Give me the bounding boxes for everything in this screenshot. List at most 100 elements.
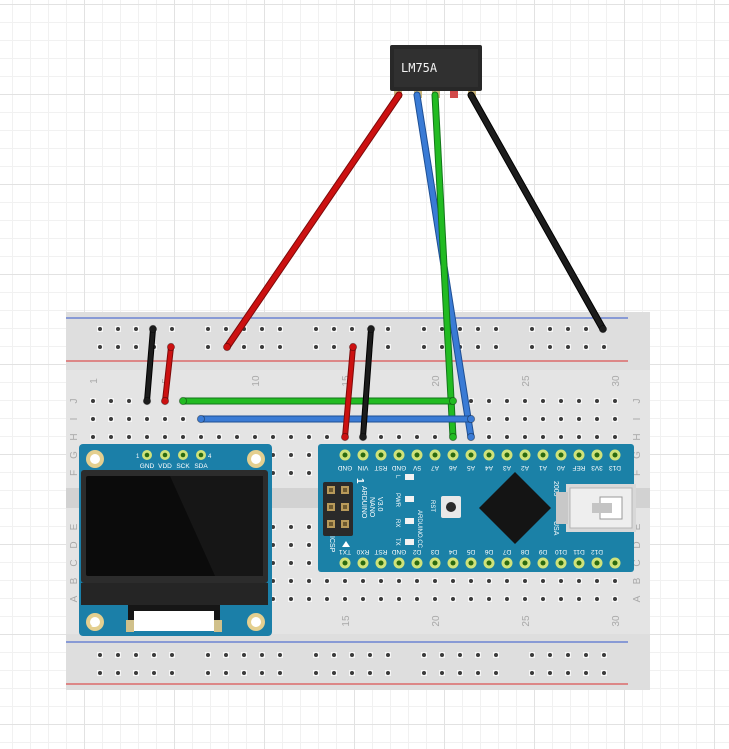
column-number: 30 (611, 375, 622, 387)
wire-end (222, 342, 232, 352)
wire-end (340, 432, 350, 442)
row-letter: E (69, 523, 80, 530)
wire-black-arduino-gnd (361, 327, 373, 439)
wire-end (348, 342, 358, 352)
row-letter: H (69, 433, 80, 440)
row-letter: C (69, 559, 80, 566)
lm75a-pin (450, 91, 458, 98)
wires (142, 91, 608, 442)
wire-end (160, 396, 170, 406)
led-pwr-label: PWR (394, 493, 400, 508)
column-number: 15 (341, 375, 352, 387)
row-letter: J (69, 399, 80, 404)
oled-mount-label: 1 (91, 620, 96, 629)
column-number: 25 (521, 375, 532, 387)
arduino-pin-label: RST (374, 548, 387, 555)
led-rx (405, 518, 414, 524)
arduino-pin-label: GND (391, 548, 406, 555)
column-number: 15 (341, 615, 352, 627)
arduino-pin-label: A3 (503, 464, 511, 471)
arduino-pin-label: A5 (467, 464, 475, 471)
arduino-pin-label: D7 (502, 548, 511, 555)
wire-end (466, 414, 476, 424)
wire-end (166, 342, 176, 352)
arduino-pin-label: D8 (520, 548, 529, 555)
wire-end (358, 432, 368, 442)
column-number: 20 (431, 375, 442, 387)
wire-end (148, 324, 158, 334)
wire-end (598, 324, 608, 334)
oled-pin-label: SCK (176, 463, 190, 470)
wire-black-oled-gnd (145, 327, 155, 403)
wire-red-arduino-vin (343, 345, 355, 439)
wire-end (196, 414, 206, 424)
arduino-pin-label: D12 (591, 548, 603, 555)
row-letter: D (69, 541, 80, 548)
arduino-pin-label: D9 (538, 548, 547, 555)
arduino-pin-label: D13 (609, 464, 621, 471)
row-letter: F (632, 470, 643, 476)
wire-green-sensor-scl (432, 92, 456, 440)
led-pwr (405, 496, 414, 502)
wire-red-sensor-vcc (224, 92, 402, 350)
arduino-pin-label: D5 (466, 548, 475, 555)
row-letter: C (632, 559, 643, 566)
oled-glass-bottom (81, 583, 268, 605)
row-letter: G (632, 451, 643, 459)
row-letter: I (632, 418, 643, 421)
arduino-pin-label: 5V (412, 464, 421, 471)
row-letter: E (632, 523, 643, 530)
column-number: 25 (521, 615, 532, 627)
arduino-site-label: ARDUINO.CC (416, 510, 422, 549)
reset-label: RST (429, 500, 435, 512)
arduino-bottom-pin-header (339, 557, 621, 569)
oled-screen-reflection (170, 476, 263, 576)
arduino-pin-label: D6 (484, 548, 493, 555)
row-letter: H (632, 433, 643, 440)
wire-end (466, 432, 476, 442)
wire-end (366, 324, 376, 334)
oled-mount-label: 4 (253, 620, 258, 629)
icsp-pin-marker (342, 541, 350, 547)
arduino-name-line2: NANO (368, 497, 375, 518)
arduino-pin-label: TX1 (339, 548, 351, 555)
arduino-pin-label: A2 (521, 464, 529, 471)
arduino-pin-label: VIN (357, 464, 368, 471)
arduino-pin-label: A6 (449, 464, 457, 471)
led-rx-label: RX (394, 519, 400, 527)
arduino-pin-label: D2 (412, 548, 421, 555)
arduino-top-pin-header (339, 449, 621, 461)
wire-end-caps (142, 324, 608, 442)
oled-flex-window (134, 611, 214, 631)
icsp-label: ICSP (328, 536, 335, 553)
arduino-pin-label: REF (572, 464, 585, 471)
arduino-pin-label: D10 (555, 548, 567, 555)
lm75a-label: LM75A (401, 61, 438, 75)
row-letter: D (632, 541, 643, 548)
arduino-year-label: 2009 (552, 481, 559, 497)
wire-end (448, 396, 458, 406)
led-tx-label: TX (394, 538, 400, 546)
led-l (405, 474, 414, 480)
wire-red-oled-vcc (163, 345, 173, 403)
arduino-name-line3: V3.0 (376, 497, 383, 512)
row-letter: J (632, 399, 643, 404)
arduino-pin-label: 3V3 (591, 464, 603, 471)
wire-black-sensor-gnd (468, 92, 606, 332)
row-letter: G (69, 451, 80, 459)
column-number: 20 (431, 615, 442, 627)
arduino-pin-label: D4 (448, 548, 457, 555)
arduino-pin-label: D3 (430, 548, 439, 555)
arduino-pin-label: GND (337, 464, 352, 471)
top-power-rail (66, 312, 650, 370)
arduino-pin-label: A7 (431, 464, 439, 471)
arduino-pin-label: RST (374, 464, 387, 471)
oled-pin-index-first: 1 (136, 454, 140, 460)
oled-pin-label: VDD (158, 463, 172, 470)
